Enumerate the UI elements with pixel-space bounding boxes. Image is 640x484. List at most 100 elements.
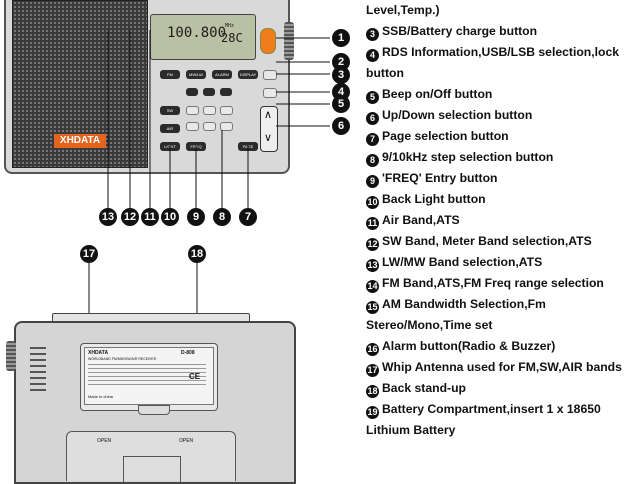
air-button[interactable]: AIR	[160, 124, 180, 133]
rds-button[interactable]	[263, 88, 277, 98]
legend-number: 19	[366, 406, 379, 419]
key-6[interactable]	[220, 106, 233, 115]
display-button-label: DISPLAY	[239, 72, 257, 77]
fm-button-label: FM	[167, 72, 173, 77]
legend-row: 9'FREQ' Entry button	[366, 168, 497, 189]
legend-row: button	[366, 63, 404, 84]
open-label-left: OPEN	[97, 438, 112, 444]
legend-row: Level,Temp.)	[366, 0, 440, 21]
legend-row: Stereo/Mono,Time set	[366, 315, 492, 336]
front-view-diagram: XHDATA 100.800 MHz 28C FM MW/LW ALARM DI…	[0, 0, 360, 235]
callout-8: 8	[213, 208, 231, 226]
legend-text: Back Light button	[382, 192, 486, 206]
callout-12: 12	[121, 208, 139, 226]
legend-text: button	[366, 66, 404, 80]
key-5[interactable]	[203, 106, 216, 115]
brand-logo: XHDATA	[54, 134, 106, 148]
key-2[interactable]	[203, 88, 215, 96]
vent-slots	[30, 347, 46, 395]
legend-text: Air Band,ATS	[382, 213, 460, 227]
power-button[interactable]	[260, 28, 276, 54]
legend-text: Battery Compartment,insert 1 x 18650	[382, 402, 601, 416]
sticker-subtitle: WORLDBAND FM/MW/SW/AIR RECEIVER	[88, 357, 157, 361]
legend-number: 7	[366, 133, 379, 146]
legend-number: 3	[366, 28, 379, 41]
legend-number: 10	[366, 196, 379, 209]
sticker-made-in: Made in china	[88, 394, 113, 399]
sticker-model: D-808	[181, 350, 195, 356]
legend-row: Lithium Battery	[366, 420, 455, 441]
key-4[interactable]	[186, 106, 199, 115]
callout-5: 5	[332, 95, 350, 113]
legend-number: 18	[366, 385, 379, 398]
legend-text: Whip Antenna used for FM,SW,AIR bands	[382, 360, 622, 374]
lcd-frequency: 100.800	[167, 25, 227, 41]
stand-release-tab[interactable]	[138, 405, 170, 415]
legend-text: Beep on/Off button	[382, 87, 493, 101]
legend-number: 13	[366, 259, 379, 272]
battery-compartment[interactable]: OPEN OPEN	[66, 431, 236, 482]
side-knob[interactable]	[6, 341, 16, 371]
legend-text: 'FREQ' Entry button	[382, 171, 498, 185]
key-9[interactable]	[220, 122, 233, 131]
legend-text: Up/Down selection button	[382, 108, 533, 122]
sticker-brand: XHDATA	[88, 350, 109, 356]
mw-button[interactable]: MW/LW	[186, 70, 206, 79]
legend-text: Lithium Battery	[366, 423, 456, 437]
callout-17: 17	[80, 245, 98, 263]
callout-13: 13	[99, 208, 117, 226]
callout-3: 3	[332, 66, 350, 84]
legend-text: AM Bandwidth Selection,Fm	[382, 297, 546, 311]
sticker-spec-lines	[88, 364, 206, 386]
key-3[interactable]	[220, 88, 232, 96]
legend-text: Page selection button	[382, 129, 509, 143]
ce-mark-icon: CE	[189, 372, 201, 381]
legend-text: 9/10kHz step selection button	[382, 150, 554, 164]
callout-10: 10	[161, 208, 179, 226]
open-label-right: OPEN	[179, 438, 194, 444]
callout-6: 6	[332, 117, 350, 135]
legend-text: SW Band, Meter Band selection,ATS	[382, 234, 592, 248]
display-button[interactable]: DISPLAY	[238, 70, 258, 79]
legend-number: 11	[366, 217, 379, 230]
legend-number: 12	[366, 238, 379, 251]
alarm-button[interactable]: ALARM	[212, 70, 232, 79]
front-leader-lines	[107, 30, 330, 208]
key-7[interactable]	[186, 122, 199, 131]
air-button-label: AIR	[166, 126, 174, 131]
legend-number: 9	[366, 175, 379, 188]
fm-button[interactable]: FM	[160, 70, 180, 79]
legend-text: SSB/Battery charge button	[382, 24, 538, 38]
up-down-rocker[interactable]: ∧ ∨	[260, 106, 278, 152]
callout-18: 18	[188, 245, 206, 263]
keypad	[186, 88, 236, 138]
callout-7: 7	[239, 208, 257, 226]
tuning-knob[interactable]	[284, 22, 294, 60]
legend-number: 4	[366, 49, 379, 62]
mw-button-label: MW/LW	[189, 72, 203, 77]
key-1[interactable]	[186, 88, 198, 96]
legend-number: 15	[366, 301, 379, 314]
back-view-diagram: 17 18 XHDATA D-808 WORLDBAND FM/MW/SW/AI…	[0, 235, 360, 484]
legend-number: 14	[366, 280, 379, 293]
legend-number: 6	[366, 112, 379, 125]
alarm-button-label: ALARM	[215, 72, 229, 77]
sw-button[interactable]: SW	[160, 106, 180, 115]
chevron-down-icon: ∨	[264, 132, 273, 144]
callout-1: 1	[332, 29, 350, 47]
key-8[interactable]	[203, 122, 216, 131]
ssb-button[interactable]	[263, 70, 277, 80]
legend-text: Back stand-up	[382, 381, 466, 395]
